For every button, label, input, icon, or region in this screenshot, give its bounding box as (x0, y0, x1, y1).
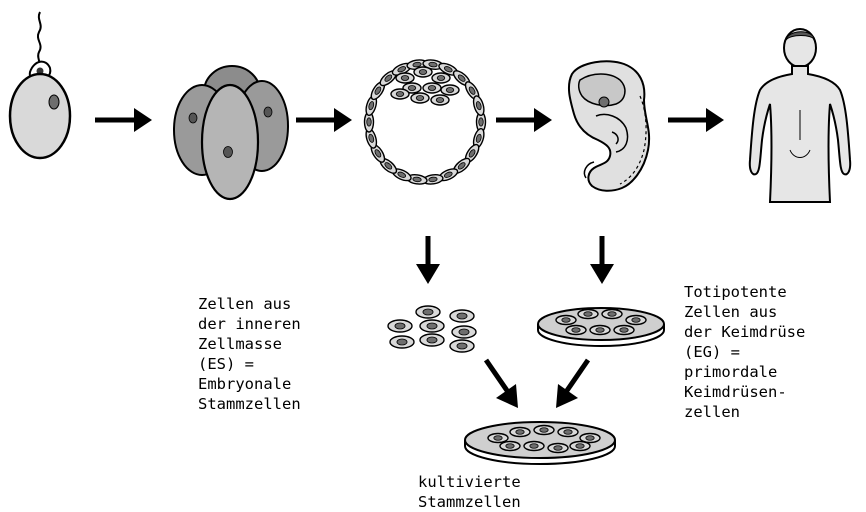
cell-icon (590, 326, 610, 335)
cell-icon (510, 428, 530, 437)
cell-icon (450, 310, 474, 322)
cultured-label-line: kultivierte (418, 472, 521, 492)
cell-icon (452, 326, 476, 338)
es-label-line: Zellmasse (198, 334, 301, 354)
es-label-line: Stammzellen (198, 394, 301, 414)
cultured-label-line: Stammzellen (418, 492, 521, 512)
four-cell-embryo-icon (174, 66, 288, 199)
eg-label-line: primordale (684, 362, 805, 382)
human-figure-icon (750, 29, 850, 202)
arrow-right-icon (95, 108, 152, 132)
cell-icon (416, 306, 440, 318)
cell-icon (414, 67, 432, 77)
arrow-right-icon (296, 108, 352, 132)
cell-icon (566, 326, 586, 335)
cell-icon (390, 336, 414, 348)
cell-icon (548, 444, 568, 453)
cultured-stem-cells-dish-icon (465, 422, 615, 464)
cell-icon (578, 310, 598, 319)
cell-icon (420, 334, 444, 346)
cell-icon (556, 316, 576, 325)
cell-icon (602, 310, 622, 319)
eg-label-line: Totipotente (684, 282, 805, 302)
cell-icon (432, 73, 450, 83)
cell-icon (423, 83, 441, 93)
cell-icon (626, 316, 646, 325)
arrow-right-icon (496, 108, 552, 132)
es-cells-icon (388, 306, 476, 352)
eg-label-line: Zellen aus (684, 302, 805, 322)
arrow-diagonal-icon (556, 360, 588, 408)
cell-icon (614, 326, 634, 335)
cell-icon (411, 93, 429, 103)
fetus-icon (569, 61, 649, 191)
eg-label-line: der Keimdrüse (684, 322, 805, 342)
arrow-diagonal-icon (486, 360, 518, 408)
cell-icon (450, 340, 474, 352)
es-label-line: Embryonale (198, 374, 301, 394)
cell-icon (396, 73, 414, 83)
cell-icon (420, 320, 444, 332)
eg-culture-dish-icon (538, 308, 664, 346)
cell-icon (391, 89, 409, 99)
cell-icon (558, 428, 578, 437)
arrow-right-icon (668, 108, 724, 132)
cell-icon (441, 85, 459, 95)
fertilized-egg-icon (10, 12, 70, 158)
cell-icon (570, 442, 590, 451)
cell-icon (534, 426, 554, 435)
es-label-line: der inneren (198, 314, 301, 334)
es-label-line: (ES) = (198, 354, 301, 374)
cell-icon (500, 442, 520, 451)
blastocyst-icon (364, 59, 486, 186)
cell-icon (488, 434, 508, 443)
cell-icon (431, 95, 449, 105)
cell-icon (388, 320, 412, 332)
cell-icon (524, 442, 544, 451)
es-label-line: Zellen aus (198, 294, 301, 314)
eg-label-line: (EG) = (684, 342, 805, 362)
eg-label-line: Keimdrüsen- (684, 382, 805, 402)
eg-label-line: zellen (684, 402, 805, 422)
arrow-down-icon (590, 236, 614, 284)
arrow-down-icon (416, 236, 440, 284)
